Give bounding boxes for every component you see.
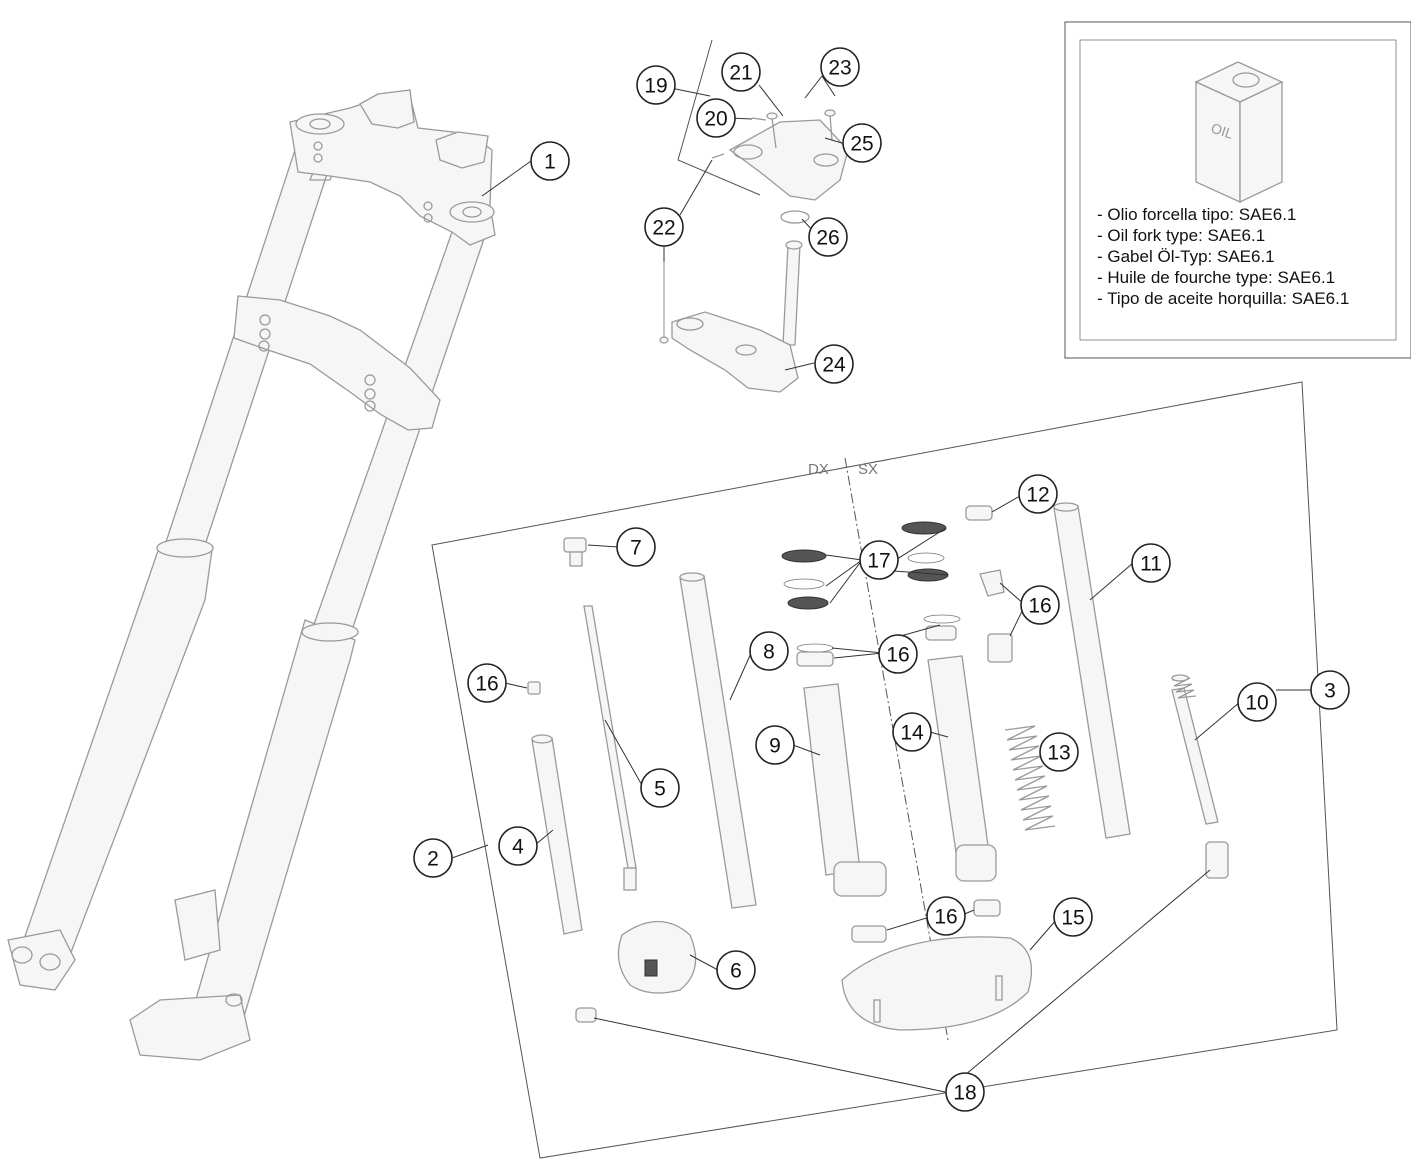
callout-22: 22 (644, 207, 684, 247)
callout-9-label: 9 (769, 735, 781, 758)
callout-4: 4 (498, 826, 538, 866)
callout-6: 6 (716, 950, 756, 990)
callout-12: 12 (1018, 474, 1058, 514)
callout-13: 13 (1039, 732, 1079, 772)
callout-25-label: 25 (850, 133, 873, 156)
callout-16c: 16 (1020, 585, 1060, 625)
callout-8: 8 (749, 631, 789, 671)
callout-3-label: 3 (1324, 680, 1336, 703)
callout-26: 26 (808, 217, 848, 257)
callout-7-label: 7 (630, 537, 642, 560)
callout-3: 3 (1310, 670, 1350, 710)
oil-spec-panel: OIL - Olio forcella tipo: SAE6.1 - Oil f… (1064, 21, 1411, 359)
oil-spec-line-2: - Oil fork type: SAE6.1 (1097, 226, 1265, 245)
callouts: 1 2 3 4 5 6 7 8 9 10 11 12 13 14 15 16 1… (413, 47, 1350, 1112)
callout-10: 10 (1237, 682, 1277, 722)
callout-26-label: 26 (816, 227, 839, 250)
oil-can-icon: OIL (1194, 61, 1284, 204)
callout-20: 20 (696, 98, 736, 138)
callout-16d: 16 (926, 896, 966, 936)
callout-16a: 16 (467, 663, 507, 703)
callout-11: 11 (1131, 543, 1171, 583)
callout-25: 25 (842, 123, 882, 163)
steering-group (659, 39, 849, 393)
callout-19: 19 (636, 65, 676, 105)
callout-18-label: 18 (953, 1082, 976, 1105)
callout-21: 21 (721, 52, 761, 92)
callout-5: 5 (640, 768, 680, 808)
oil-spec-line-3: - Gabel Öl-Typ: SAE6.1 (1097, 247, 1275, 266)
callout-2: 2 (413, 838, 453, 878)
callout-23: 23 (820, 47, 860, 87)
callout-14: 14 (892, 712, 932, 752)
callout-16a-label: 16 (475, 673, 498, 696)
callout-10-label: 10 (1245, 692, 1268, 715)
callout-2-label: 2 (427, 848, 439, 871)
spring-13 (1004, 725, 1056, 831)
callout-5-label: 5 (654, 778, 666, 801)
callout-9: 9 (755, 725, 795, 765)
callout-16b-label: 16 (886, 644, 909, 667)
callout-16c-label: 16 (1028, 595, 1051, 618)
callout-17-label: 17 (867, 550, 890, 573)
callout-18: 18 (945, 1072, 985, 1112)
callout-16d-label: 16 (934, 906, 957, 929)
callout-14-label: 14 (900, 722, 924, 745)
callout-8-label: 8 (763, 641, 775, 664)
oil-spec-line-1: - Olio forcella tipo: SAE6.1 (1097, 205, 1296, 224)
callout-24-label: 24 (822, 354, 846, 377)
callout-16b: 16 (878, 634, 918, 674)
callout-13-label: 13 (1047, 742, 1070, 765)
callout-20-label: 20 (704, 108, 727, 131)
oil-spec-line-5: - Tipo de aceite horquilla: SAE6.1 (1097, 289, 1349, 308)
oil-spec-line-4: - Huile de fourche type: SAE6.1 (1097, 268, 1335, 287)
callout-21-label: 21 (729, 62, 752, 85)
callout-1-label: 1 (544, 151, 556, 174)
oil-can-label: OIL (1209, 120, 1236, 142)
callout-7: 7 (616, 527, 656, 567)
callout-15-label: 15 (1061, 907, 1084, 930)
callout-1: 1 (530, 141, 570, 181)
callout-17: 17 (859, 540, 899, 580)
callout-23-label: 23 (828, 57, 851, 80)
callout-6-label: 6 (730, 960, 742, 983)
exploded-internals: DX SX (431, 381, 1338, 1159)
assembled-fork (7, 89, 496, 1061)
callout-19-label: 19 (644, 75, 667, 98)
callout-22-label: 22 (652, 217, 675, 240)
callout-24: 24 (814, 344, 854, 384)
callout-4-label: 4 (512, 836, 524, 859)
callout-12-label: 12 (1026, 484, 1049, 507)
side-label-left: SX (858, 461, 878, 478)
callout-15: 15 (1053, 897, 1093, 937)
side-label-right: DX (808, 461, 829, 478)
callout-11-label: 11 (1140, 553, 1162, 576)
